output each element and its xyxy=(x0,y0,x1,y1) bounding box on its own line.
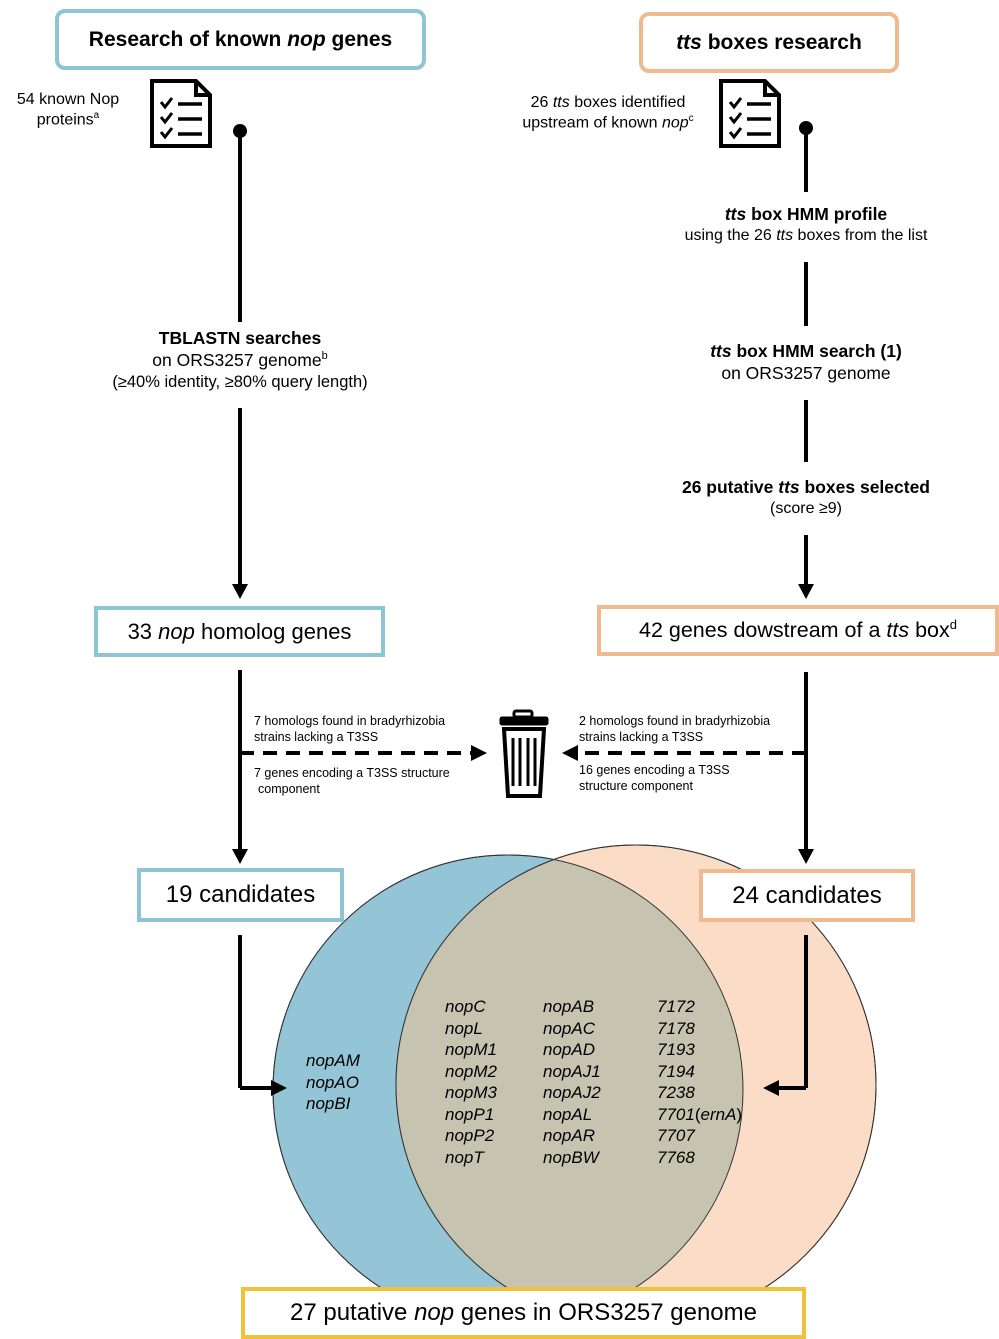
left-source-text: 54 known Nop proteinsa xyxy=(16,91,120,129)
gene-label: nopAL xyxy=(543,1104,593,1124)
gene-label: 7178 xyxy=(657,1018,695,1038)
gene-label: nopM2 xyxy=(445,1061,497,1081)
right-source-text: 26 tts boxes identified upstream of know… xyxy=(522,94,694,132)
left-start-dot xyxy=(233,124,247,138)
gene-label: 7238 xyxy=(657,1083,695,1102)
right-candidates-box: 24 candidates xyxy=(699,869,915,922)
gene-label: nopAC xyxy=(543,1018,595,1038)
right-header-box: tts boxes research xyxy=(639,12,899,73)
gene-label: 7172 xyxy=(657,997,695,1016)
gene-label: nopAO xyxy=(306,1072,359,1092)
final-result-text: 27 putative nop genes in ORS3257 genome xyxy=(289,1299,757,1326)
venn-shared-list-2: nopAB nopAC nopAD nopAJ1 nopAJ2 nopAL no… xyxy=(543,996,601,1168)
gene-label: 7707 xyxy=(657,1126,695,1145)
checklist-icon xyxy=(719,79,781,148)
gene-label: nopL xyxy=(445,1018,483,1038)
left-homologs-box: 33 nop homolog genes xyxy=(94,606,385,657)
gene-label: nopAJ2 xyxy=(543,1083,601,1102)
gene-label: nopAB xyxy=(543,997,595,1016)
left-candidates-box: 19 candidates xyxy=(137,868,344,922)
gene-label: nopP2 xyxy=(445,1126,495,1145)
gene-label: 7768 xyxy=(657,1147,695,1167)
tblastn-step: TBLASTN searches on ORS3257 genomeb (≥40… xyxy=(112,328,368,391)
gene-label: nopM1 xyxy=(445,1040,497,1059)
right-genes-box: 42 genes dowstream of a tts boxd xyxy=(597,605,999,656)
gene-label: nopM3 xyxy=(445,1083,497,1102)
gene-label: nopBW xyxy=(543,1147,599,1167)
gene-label: 7194 xyxy=(657,1061,695,1081)
venn-right-only-list: 7172 7178 7193 7194 7238 7701(ernA) 7707… xyxy=(657,996,742,1168)
gene-label: nopP1 xyxy=(445,1104,495,1124)
gene-label: nopBI xyxy=(306,1094,351,1113)
gene-label: nopAD xyxy=(543,1040,595,1059)
final-result-box: 27 putative nop genes in ORS3257 genome xyxy=(241,1287,806,1339)
gene-label: nopT xyxy=(445,1147,484,1167)
gene-label: nopAR xyxy=(543,1126,595,1145)
checklist-icon xyxy=(150,79,212,148)
venn-left-only-list: nopAM nopAO nopBI xyxy=(306,1050,360,1115)
gene-label: nopC xyxy=(445,997,486,1016)
right-header-title: tts boxes research xyxy=(676,30,862,54)
selected-step: 26 putative tts boxes selected (score ≥9… xyxy=(681,477,931,517)
trash-icon xyxy=(499,709,549,798)
left-header-title: Research of known nop genes xyxy=(88,27,393,51)
gene-label: 7193 xyxy=(657,1040,695,1059)
hmm-profile-step: tts box HMM profile using the 26 tts box… xyxy=(684,204,928,244)
left-header-box: Research of known nop genes xyxy=(55,9,426,70)
right-start-dot xyxy=(799,121,813,135)
gene-label: 7701(ernA) xyxy=(657,1104,743,1124)
venn-overlap xyxy=(396,855,743,1325)
venn-shared-list-1: nopC nopL nopM1 nopM2 nopM3 nopP1 nopP2 … xyxy=(445,996,497,1168)
hmm-search-step: tts box HMM search (1) on ORS3257 genome xyxy=(710,341,902,383)
gene-label: nopAM xyxy=(306,1051,360,1070)
gene-label: nopAJ1 xyxy=(543,1061,601,1081)
